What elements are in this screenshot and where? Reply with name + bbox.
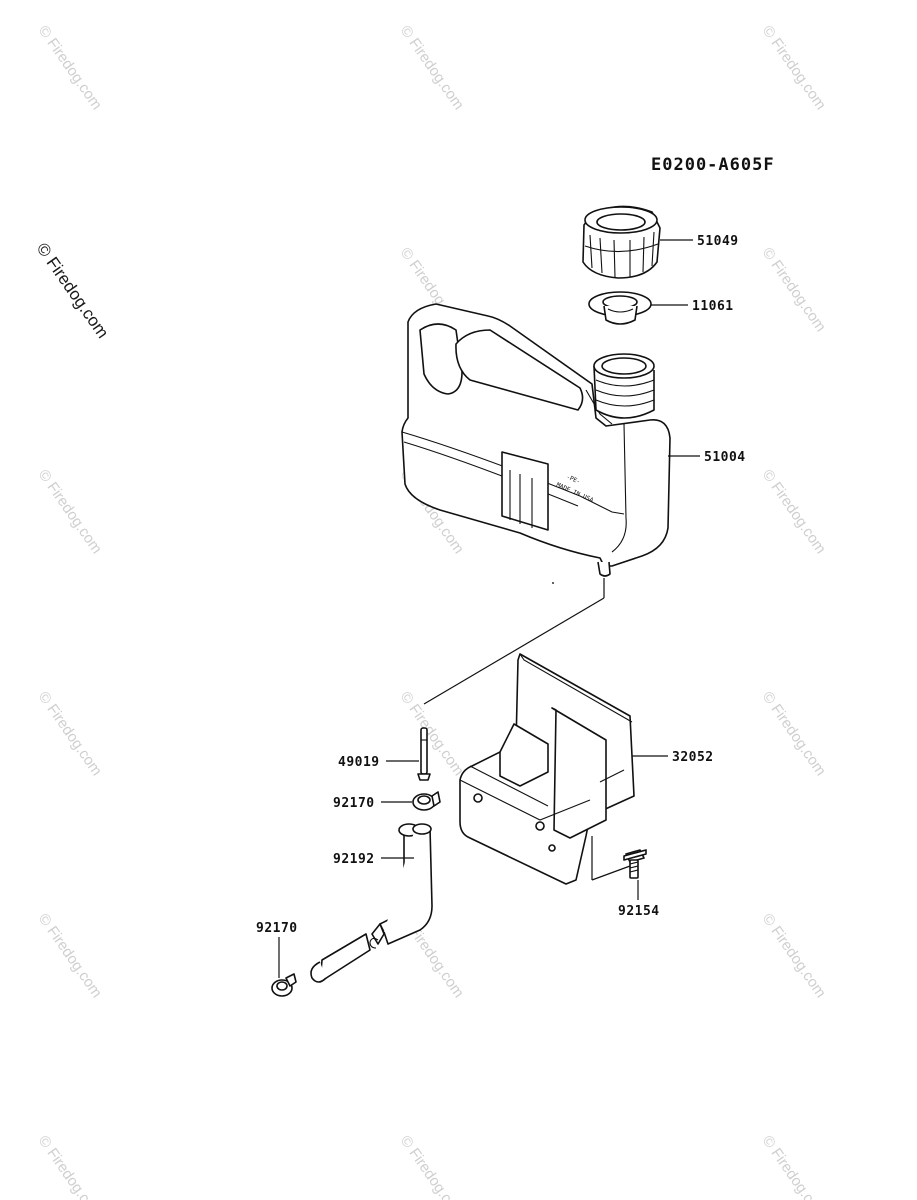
diagram-code: E0200-A605F	[651, 155, 775, 175]
fuel-hose-part	[310, 823, 433, 983]
watermark-text: © Firedog.com	[397, 23, 467, 114]
watermark-text: © Firedog.com	[759, 23, 829, 114]
assembly-line	[423, 597, 605, 705]
watermark-text: © Firedog.com	[759, 1133, 829, 1200]
callout-clamp-lower: 92170	[256, 921, 298, 936]
callout-pipe-fitting: 49019	[338, 755, 380, 770]
hose-clamp-lower-part	[271, 973, 297, 997]
watermark-text: © Firedog.com	[35, 1133, 105, 1200]
callout-bracket: 32052	[672, 750, 714, 765]
leader-line	[591, 865, 631, 881]
hose-clamp-upper-part	[412, 791, 441, 811]
pipe-fitting-part	[417, 727, 431, 781]
watermark-text: © Firedog.com	[35, 689, 105, 780]
watermark-text: © Firedog.com	[397, 1133, 467, 1200]
watermark-text: © Firedog.com	[35, 911, 105, 1002]
callout-clamp-upper: 92170	[333, 796, 375, 811]
callout-tank: 51004	[704, 450, 746, 465]
callout-bolt: 92154	[618, 904, 660, 919]
stray-dot	[552, 582, 554, 584]
tank-bracket-part	[459, 653, 635, 885]
callout-hose: 92192	[333, 852, 375, 867]
watermark-text: © Firedog.com	[759, 245, 829, 336]
watermark-text: © Firedog.com	[759, 689, 829, 780]
fuel-tank-part: -PE- MADE IN USA	[401, 303, 671, 577]
watermark-dark: © Firedog.com	[33, 239, 113, 341]
watermark-text: © Firedog.com	[35, 23, 105, 114]
callout-gasket: 11061	[692, 299, 734, 314]
watermark-grid: © Firedog.com © Firedog.com © Firedog.co…	[35, 23, 829, 1200]
watermark-text: © Firedog.com	[759, 911, 829, 1002]
fuel-cap-part	[582, 205, 661, 279]
callout-cap: 51049	[697, 234, 739, 249]
flange-bolt-part	[623, 849, 647, 879]
cap-gasket-part	[588, 291, 652, 325]
watermark-text: © Firedog.com	[397, 689, 467, 780]
watermark-text: © Firedog.com	[759, 467, 829, 558]
watermark-text: © Firedog.com	[35, 467, 105, 558]
